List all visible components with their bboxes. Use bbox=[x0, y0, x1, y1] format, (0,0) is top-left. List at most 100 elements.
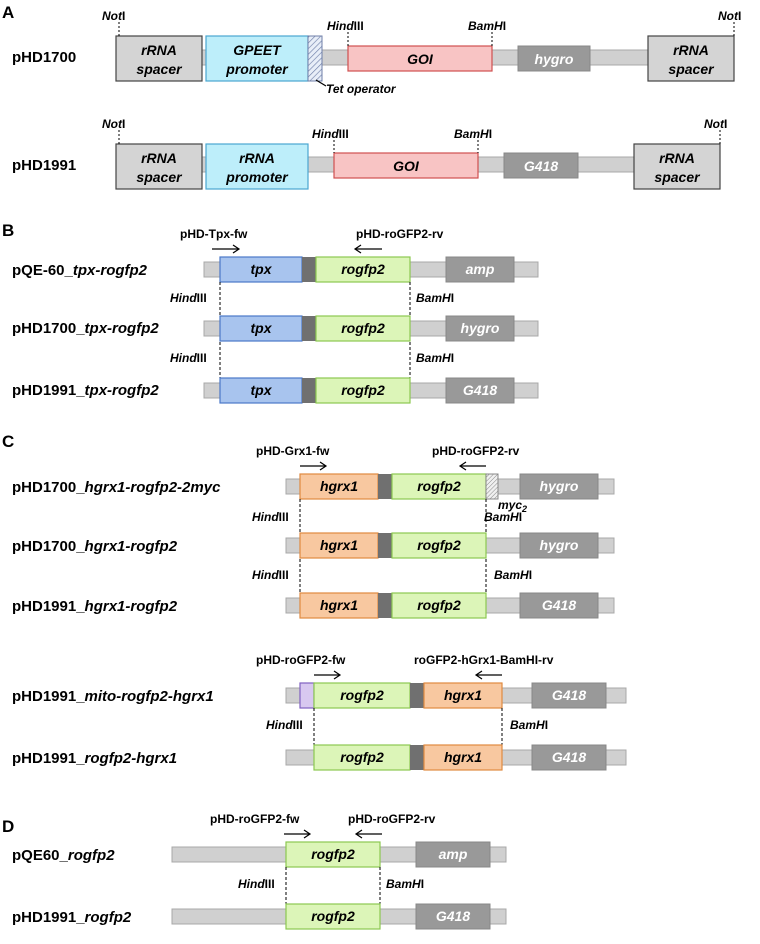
site-label-hind3: HindIII bbox=[238, 877, 275, 891]
site-label-not1: NotI bbox=[718, 9, 741, 23]
panel-label-a: A bbox=[2, 3, 14, 22]
myc-tag-label: myc2 bbox=[498, 498, 527, 514]
construct-b1: pQE-60_tpx-rogfp2 tpx rogfp2 amp bbox=[12, 256, 539, 283]
block-label: promoter bbox=[225, 61, 289, 77]
construct-c4: pHD1991_mito-rogfp2-hgrx1 rogfp2 hgrx1 G… bbox=[12, 682, 627, 709]
hygro-block bbox=[517, 45, 591, 72]
hgrx1-block bbox=[299, 532, 379, 559]
construct-name: pHD1700_tpx-rogfp2 bbox=[12, 320, 159, 337]
block-label: amp bbox=[439, 846, 468, 862]
block-label: G418 bbox=[436, 908, 470, 924]
construct-name: pQE60_rogfp2 bbox=[12, 847, 115, 864]
block-label: spacer bbox=[136, 61, 183, 77]
construct-name: pHD1991_tpx-rogfp2 bbox=[12, 382, 159, 399]
block-label: rogfp2 bbox=[417, 537, 461, 553]
site-label-hind3: HindIII bbox=[312, 127, 349, 141]
forward-primer-arrow bbox=[284, 829, 312, 839]
hgrx1-block bbox=[299, 473, 379, 500]
rogfp2-block bbox=[391, 473, 487, 500]
panel-label-c: C bbox=[2, 432, 14, 451]
rrna-spacer-left bbox=[115, 35, 203, 82]
tpx-block bbox=[219, 315, 303, 342]
block-label: hgrx1 bbox=[444, 749, 482, 765]
site-label-not1: NotI bbox=[704, 117, 727, 131]
forward-primer-arrow bbox=[314, 670, 342, 680]
tet-operator-label: Tet operator bbox=[326, 82, 397, 96]
block-label: hgrx1 bbox=[320, 478, 358, 494]
construct-name: pHD1700_hgrx1-rogfp2-2myc bbox=[12, 479, 221, 496]
primer-label-rogfp2-hgrx1-bamhi-rv: roGFP2-hGrx1-BamHI-rv bbox=[414, 653, 554, 667]
tet-operator-pointer bbox=[315, 79, 327, 87]
linker-block bbox=[410, 683, 424, 708]
block-label: rRNA bbox=[141, 150, 177, 166]
goi-block bbox=[333, 152, 479, 179]
site-label-hind3: HindIII bbox=[252, 510, 289, 524]
rogfp2-block bbox=[285, 841, 381, 868]
block-label: tpx bbox=[251, 261, 273, 277]
g418-block bbox=[503, 152, 579, 179]
hygro-block bbox=[519, 532, 599, 559]
construct-c5: pHD1991_rogfp2-hgrx1 rogfp2 hgrx1 G418 bbox=[12, 744, 627, 771]
construct-name: pHD1991_hgrx1-rogfp2 bbox=[12, 598, 178, 615]
site-label-hind3: HindIII bbox=[170, 351, 207, 365]
hygro-block bbox=[519, 473, 599, 500]
site-label-hind3: HindIII bbox=[266, 718, 303, 732]
linker-block bbox=[302, 378, 316, 403]
linker-block bbox=[302, 316, 316, 341]
rogfp2-block bbox=[315, 256, 411, 283]
block-label: tpx bbox=[251, 320, 273, 336]
amp-block bbox=[415, 841, 491, 868]
block-label: hgrx1 bbox=[320, 597, 358, 613]
panel-label-b: B bbox=[2, 221, 14, 240]
site-label-bamh1: BamHI bbox=[386, 877, 424, 891]
construct-c2: pHD1700_hgrx1-rogfp2 hgrx1 rogfp2 hygro bbox=[12, 532, 615, 559]
block-label: promoter bbox=[225, 169, 289, 185]
block-label: rogfp2 bbox=[340, 687, 384, 703]
site-label-not1: NotI bbox=[102, 117, 125, 131]
reverse-primer-arrow bbox=[474, 670, 502, 680]
reverse-primer-arrow bbox=[458, 461, 486, 471]
g418-block bbox=[519, 592, 599, 619]
block-label: G418 bbox=[463, 382, 497, 398]
block-label: hygro bbox=[535, 51, 574, 67]
rrna-spacer-right bbox=[647, 35, 735, 82]
g418-block bbox=[531, 744, 607, 771]
tpx-block bbox=[219, 256, 303, 283]
block-label: GOI bbox=[393, 158, 420, 174]
g418-block bbox=[445, 377, 515, 404]
construct-name-phd1700: pHD1700 bbox=[12, 49, 76, 66]
block-label: G418 bbox=[524, 158, 558, 174]
construct-d1: pQE60_rogfp2 rogfp2 amp bbox=[12, 841, 507, 868]
site-label-bamh1: BamHI bbox=[484, 510, 522, 524]
reverse-primer-arrow bbox=[353, 244, 382, 254]
rogfp2-block bbox=[315, 377, 411, 404]
hygro-block bbox=[445, 315, 515, 342]
block-label: rogfp2 bbox=[341, 320, 385, 336]
primer-label-grx1-fw: pHD-Grx1-fw bbox=[256, 444, 330, 458]
block-label: rogfp2 bbox=[340, 749, 384, 765]
block-label: amp bbox=[466, 261, 495, 277]
rogfp2-block bbox=[315, 315, 411, 342]
site-label-bamh1: BamHI bbox=[468, 19, 506, 33]
g418-block bbox=[415, 903, 491, 930]
construct-name: pHD1991_rogfp2-hgrx1 bbox=[12, 750, 177, 767]
primer-label-rogfp2-rv: pHD-roGFP2-rv bbox=[348, 812, 436, 826]
myc-tag-block bbox=[485, 473, 499, 500]
block-label: hygro bbox=[540, 478, 579, 494]
site-label-not1: NotI bbox=[102, 9, 125, 23]
construct-name: pHD1700_hgrx1-rogfp2 bbox=[12, 538, 178, 555]
block-label: spacer bbox=[654, 169, 701, 185]
block-label: rogfp2 bbox=[311, 846, 355, 862]
block-label: rogfp2 bbox=[417, 597, 461, 613]
block-label: hygro bbox=[461, 320, 500, 336]
block-label: hgrx1 bbox=[320, 537, 358, 553]
forward-primer-arrow bbox=[212, 244, 241, 254]
rrna-spacer-left bbox=[115, 143, 203, 190]
rrna-promoter-block bbox=[205, 143, 309, 190]
primer-label-rogfp2-rv: pHD-roGFP2-rv bbox=[432, 444, 520, 458]
block-label: GOI bbox=[407, 51, 434, 67]
linker-block bbox=[410, 745, 424, 770]
site-label-hind3: HindIII bbox=[170, 291, 207, 305]
site-label-bamh1: BamHI bbox=[416, 291, 454, 305]
